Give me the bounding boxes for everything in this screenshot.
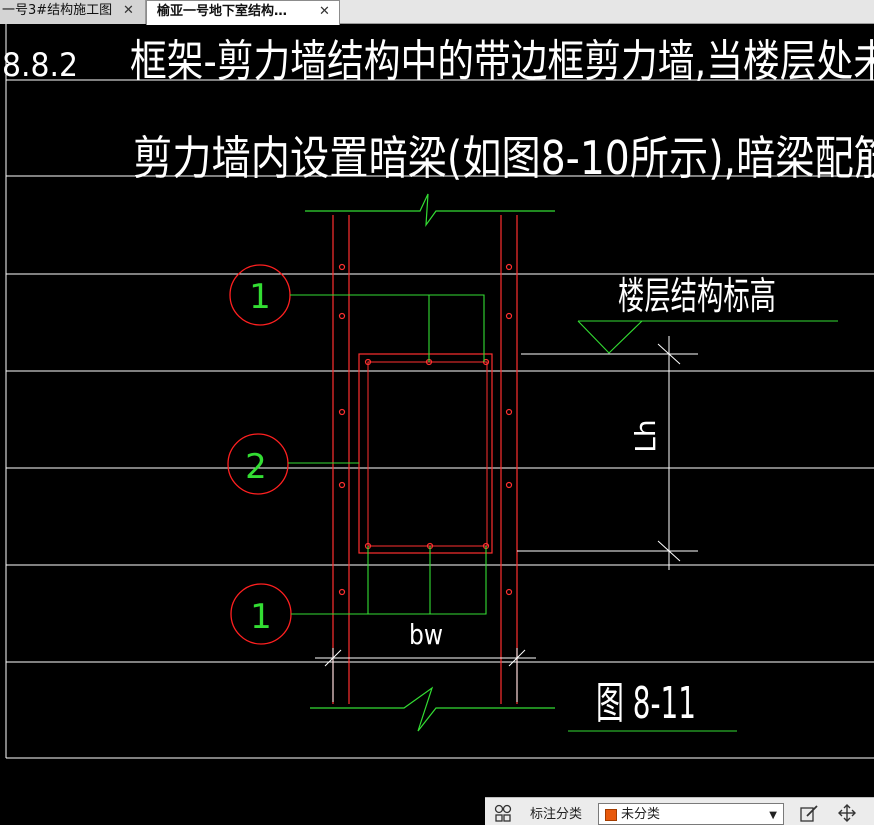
tab-basement-structure[interactable]: 榆亚一号地下室结构… ✕ [146,0,340,25]
tab-label: 一号3#结构施工图 [2,3,113,18]
height-dimension-label: Lh [629,419,662,452]
body-text-line-1: 框架-剪力墙结构中的带边框剪力墙,当楼层处未 [130,36,874,87]
chevron-down-icon: ▼ [769,810,777,821]
status-bar: 标注分类 未分类 ▼ [485,797,874,825]
category-color-swatch [605,809,617,821]
elevation-symbol [577,320,838,354]
annotation-category-label: 标注分类 [530,807,583,822]
top-break-line [305,193,555,228]
edit-icon[interactable] [799,803,819,823]
move-icon[interactable] [837,803,857,823]
tab-structural-drawing-3[interactable]: 一号3#结构施工图 ✕ [0,0,146,24]
elevation-label: 楼层结构标高 [618,274,776,318]
tab-label: 榆亚一号地下室结构… [157,4,288,19]
callout-1-top: 1 [249,277,271,317]
ruled-lines [6,79,874,663]
annotation-category-value: 未分类 [621,807,661,822]
close-icon[interactable]: ✕ [319,4,330,19]
close-icon[interactable]: ✕ [123,3,134,18]
height-dimension [517,336,698,570]
bottom-break-line [310,686,555,732]
rebar-dots [338,263,513,596]
callout-2: 2 [245,447,267,487]
callout-1-bottom: 1 [250,597,272,637]
clause-number: 8.8.2 [2,46,78,84]
drawing-frame [5,24,874,759]
width-dimension [315,648,536,702]
tab-bar: 一号3#结构施工图 ✕ 榆亚一号地下室结构… ✕ [0,0,874,25]
concealed-beam-outline [358,353,493,554]
figure-label: 图 8-11 [596,678,696,729]
body-text-line-2: 剪力墙内设置暗梁(如图8-10所示),暗梁配筋 [133,131,874,185]
layers-icon[interactable] [493,803,513,823]
width-dimension-label: bw [409,618,443,651]
concealed-beam-stirrup [367,361,488,547]
annotation-category-select[interactable]: 未分类 ▼ [598,803,784,825]
boundary-column-walls [332,215,518,704]
leader-lines [288,294,487,615]
cad-drawing-canvas[interactable]: 8.8.2 框架-剪力墙结构中的带边框剪力墙,当楼层处未 剪力墙内设置暗梁(如图… [0,24,874,811]
